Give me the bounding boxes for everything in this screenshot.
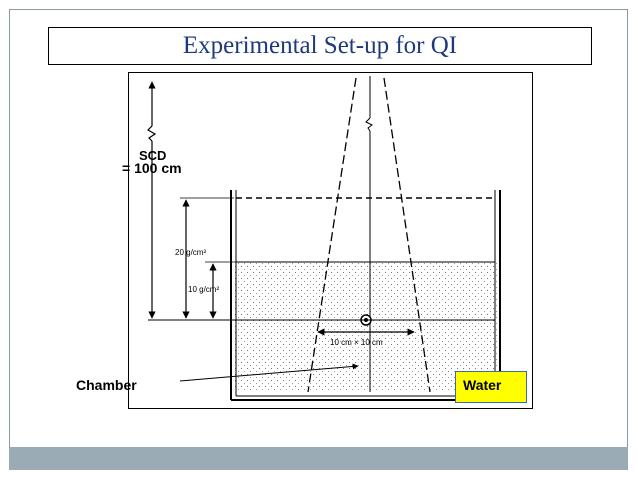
chamber-label: Chamber	[76, 377, 137, 393]
scd-label: SCD	[139, 148, 167, 163]
water-label: Water	[463, 377, 502, 393]
beam-edges	[307, 77, 431, 393]
central-axis	[365, 76, 373, 392]
footer-bar	[9, 447, 628, 470]
field-size-label: 10 cm × 10 cm	[330, 338, 383, 347]
scd-arrow	[147, 81, 157, 319]
slide-title: Experimental Set-up for QI	[182, 32, 458, 59]
water-region	[234, 262, 498, 392]
scd-value: = 100 cm	[122, 160, 182, 176]
title-box: Experimental Set-up for QI	[48, 27, 592, 65]
depth-20-label: 20 g/cm²	[175, 248, 207, 257]
chamber-pointer	[179, 363, 359, 382]
water-label-box	[455, 371, 527, 403]
depth-10-label: 10 g/cm²	[188, 285, 220, 294]
